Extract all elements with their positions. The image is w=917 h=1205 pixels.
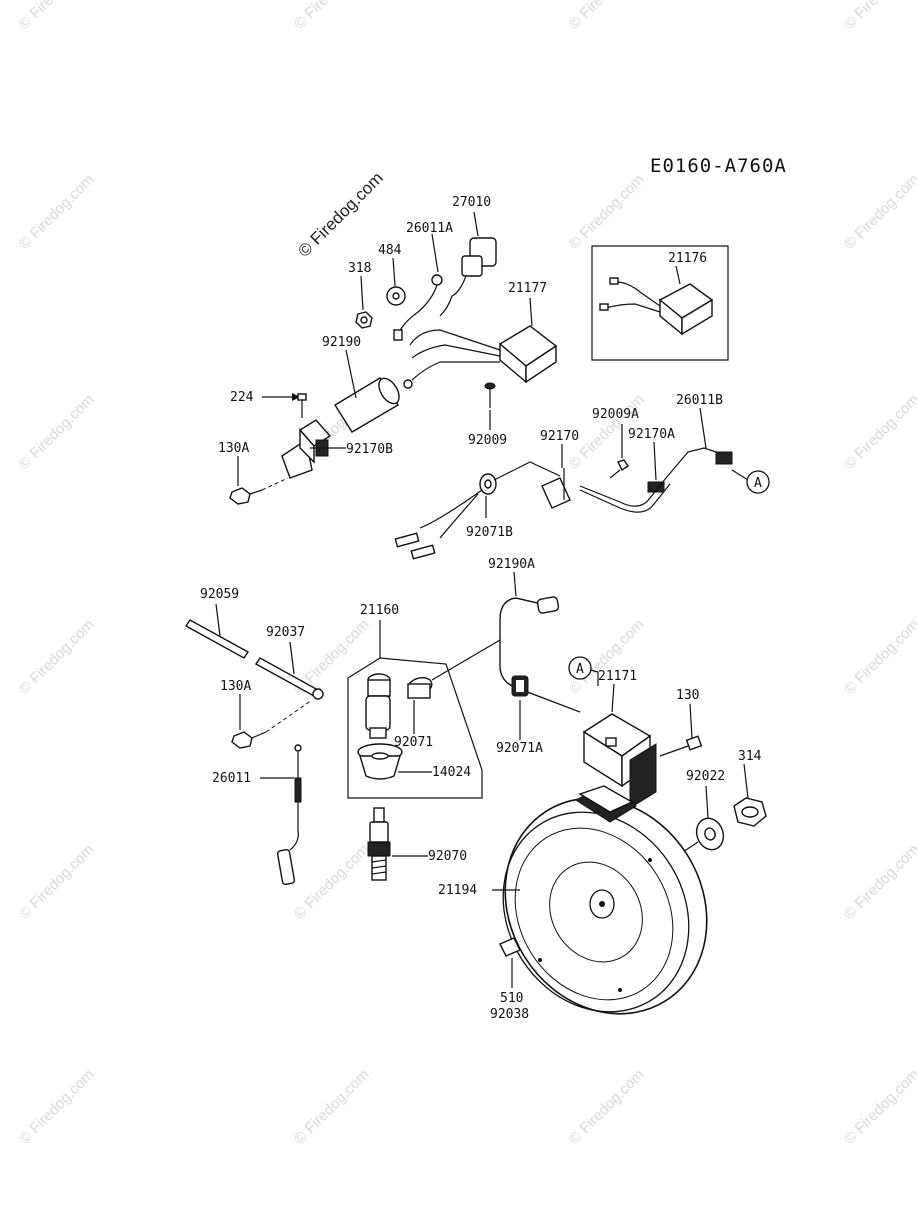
- part-92059-rod: [184, 619, 250, 659]
- part-92170A-clip: [647, 481, 665, 493]
- label-21171: 21171: [598, 669, 637, 684]
- label-318: 318: [348, 261, 371, 276]
- part-92070-spark-plug: [367, 807, 391, 881]
- callout-a-text: A: [576, 662, 584, 677]
- label-21176: 21176: [668, 251, 707, 266]
- label-92009A: 92009A: [592, 407, 639, 422]
- part-130A-bolt-top: [229, 487, 263, 505]
- part-92009-screw: [484, 382, 496, 408]
- part-318-nut: [355, 311, 373, 329]
- label-26011: 26011: [212, 771, 251, 786]
- part-92071A-grommet: [511, 675, 529, 697]
- label-21177: 21177: [508, 281, 547, 296]
- label-92190: 92190: [322, 335, 361, 350]
- watermark-text: © Firedog.com: [841, 391, 917, 473]
- watermark-main: © Firedog.com: [294, 168, 386, 260]
- label-92037: 92037: [266, 625, 305, 640]
- label-92071B: 92071B: [466, 525, 513, 540]
- watermark-text: © Firedog.com: [291, 1066, 373, 1148]
- part-92170-bracket: [541, 468, 571, 509]
- part-21194-flywheel: [502, 785, 708, 1015]
- watermark-text: © Firedog.com: [291, 841, 373, 923]
- label-92009: 92009: [468, 433, 507, 448]
- callout-a-text: A: [754, 476, 762, 491]
- label-26011B: 26011B: [676, 393, 723, 408]
- watermark-text: © Firedog.com: [16, 1066, 98, 1148]
- label-224: 224: [230, 390, 254, 405]
- part-484-star-washer: [386, 286, 406, 306]
- watermark-text: © Firedog.com: [841, 171, 917, 253]
- part-224-screw: [297, 393, 307, 418]
- label-21160: 21160: [360, 603, 399, 618]
- part-130A-bolt-mid: [231, 731, 267, 749]
- part-130-bolt: [659, 735, 703, 757]
- label-130A-mid: 130A: [220, 679, 251, 694]
- part-314-nut: [733, 797, 767, 827]
- part-92071B-grommet: [394, 461, 561, 560]
- part-92009A-screw: [609, 459, 629, 479]
- watermark-text: © Firedog.com: [16, 0, 98, 33]
- label-92071A: 92071A: [496, 741, 543, 756]
- watermark-text: © Firedog.com: [16, 616, 98, 698]
- label-92170A: 92170A: [628, 427, 675, 442]
- part-26011B-harness: [579, 447, 733, 513]
- label-27010: 27010: [452, 195, 491, 210]
- label-510: 510: [500, 991, 523, 1006]
- watermark-text: © Firedog.com: [841, 1066, 917, 1148]
- label-130: 130: [676, 688, 699, 703]
- label-26011A: 26011A: [406, 221, 453, 236]
- part-92037-rod: [254, 657, 324, 700]
- watermark-text: © Firedog.com: [566, 171, 648, 253]
- part-21177-module: [403, 325, 558, 389]
- label-92170B: 92170B: [346, 442, 393, 457]
- label-92070: 92070: [428, 849, 467, 864]
- watermark-text: © Firedog.com: [16, 841, 98, 923]
- label-314: 314: [738, 749, 762, 764]
- watermark-text: © Firedog.com: [841, 616, 917, 698]
- watermark-text: © Firedog.com: [566, 1066, 648, 1148]
- label-92071: 92071: [394, 735, 433, 750]
- part-510-key: [499, 937, 521, 957]
- diagram-code: E0160-A760A: [650, 155, 787, 177]
- label-92022: 92022: [686, 769, 725, 784]
- watermark-text: © Firedog.com: [841, 841, 917, 923]
- label-21194: 21194: [438, 883, 477, 898]
- label-484: 484: [378, 243, 402, 258]
- part-27010-switch: [451, 237, 497, 297]
- label-92170: 92170: [540, 429, 579, 444]
- part-92190-tube: [334, 377, 400, 433]
- label-92038: 92038: [490, 1007, 529, 1022]
- part-92170B-bracket: [281, 419, 332, 479]
- part-21176-inset: [591, 245, 729, 361]
- watermark-text: © Firedog.com: [16, 171, 98, 253]
- part-14024-boot: [357, 743, 403, 780]
- watermark-text: © Firedog.com: [841, 0, 917, 33]
- part-26011A-wire: [393, 274, 453, 341]
- part-21171-coil: [582, 713, 657, 809]
- watermark-text: © Firedog.com: [291, 0, 373, 33]
- part-92022-washer: [695, 817, 725, 851]
- callout-a-marker: A: [746, 470, 770, 494]
- part-21160-plug-cap: [365, 673, 391, 739]
- callout-a-marker-lower: A: [568, 656, 592, 680]
- part-26011-wire: [276, 744, 302, 886]
- label-130A-top: 130A: [218, 441, 249, 456]
- label-92190A: 92190A: [488, 557, 535, 572]
- label-92059: 92059: [200, 587, 239, 602]
- label-14024: 14024: [432, 765, 471, 780]
- part-92071-seal: [407, 676, 433, 699]
- watermark-text: © Firedog.com: [16, 391, 98, 473]
- watermark-text: © Firedog.com: [566, 0, 648, 33]
